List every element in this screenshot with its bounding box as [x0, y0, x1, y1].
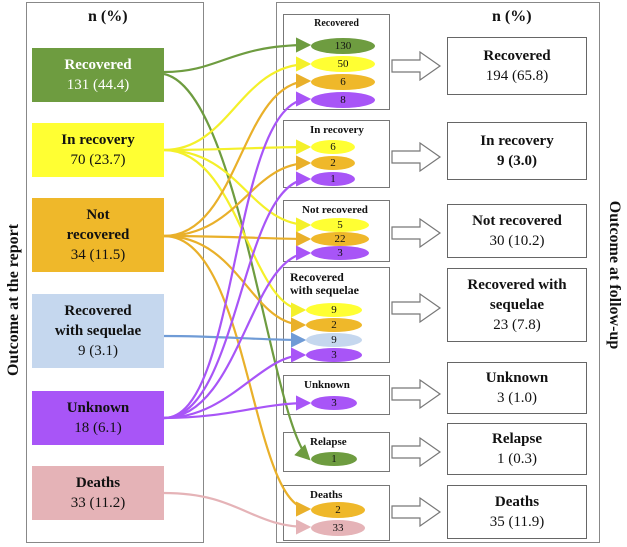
result-sequelae-label-1: Recovered with	[467, 277, 567, 293]
flow-unknown-to-notrecovered	[163, 245, 312, 420]
group-arrow-deaths	[391, 496, 442, 528]
count-deaths-from-not-recovered: 2	[311, 502, 365, 518]
result-not-recovered-value: 30 (10.2)	[489, 233, 545, 249]
source-in-recovery-label: In recovery	[61, 132, 135, 148]
source-not-recovered: Not recovered 34 (11.5)	[32, 198, 164, 272]
flow-sequelae-to-sequelae	[163, 332, 307, 348]
source-in-recovery-value: 70 (23.7)	[70, 152, 126, 168]
left-panel-header: n (%)	[88, 8, 128, 25]
source-unknown-label: Unknown	[66, 400, 130, 416]
source-recovered: Recovered 131 (44.4)	[32, 48, 164, 102]
result-relapse: Relapse 1 (0.3)	[447, 423, 587, 475]
source-recovered-value: 131 (44.4)	[66, 77, 130, 93]
source-unknown-value: 18 (6.1)	[74, 420, 122, 436]
count-sequelae-from-not-recovered: 2	[306, 318, 362, 332]
result-relapse-label: Relapse	[492, 431, 542, 447]
result-deaths-value: 35 (11.9)	[489, 514, 545, 530]
source-not-recovered-label-1: Not	[86, 207, 110, 223]
group-sequelae-title-2: with sequelae	[290, 283, 359, 297]
result-sequelae-label-2: sequelae	[489, 297, 545, 313]
count-unknown-from-unknown: 3	[311, 396, 357, 410]
source-deaths: Deaths 33 (11.2)	[32, 466, 164, 520]
flow-notrecovered-to-notrecovered	[163, 231, 312, 247]
group-arrow-recovered	[391, 50, 442, 82]
result-sequelae: Recovered with sequelae 23 (7.8)	[447, 268, 587, 342]
count-recovered-from-unknown: 8	[311, 92, 375, 108]
group-recovered-title: Recovered	[314, 18, 359, 29]
source-deaths-label: Deaths	[75, 475, 121, 491]
flow-inrecovery-to-recovered	[163, 56, 312, 152]
result-sequelae-value: 23 (7.8)	[493, 317, 541, 333]
count-recovered-from-recovered: 130	[311, 38, 375, 54]
count-not-recovered-from-unknown: 3	[311, 246, 369, 260]
count-not-recovered-from-not-recovered: 22	[311, 232, 369, 246]
count-in-recovery-from-in-recovery: 6	[311, 140, 355, 154]
result-deaths-label: Deaths	[494, 494, 540, 510]
flow-recovered-to-relapse	[163, 72, 311, 461]
group-relapse-title: Relapse	[310, 436, 347, 448]
flow-unknown-to-unknown	[163, 395, 312, 420]
group-arrow-unknown	[391, 378, 442, 410]
result-recovered-value: 194 (65.8)	[485, 68, 549, 84]
group-arrow-in-recovery	[391, 141, 442, 173]
result-recovered-label: Recovered	[483, 48, 551, 64]
flow-notrecovered-to-inrecovery	[163, 155, 312, 238]
flow-recovered-to-recovered	[163, 37, 312, 74]
result-relapse-value: 1 (0.3)	[497, 451, 537, 467]
flow-unknown-to-inrecovery	[163, 171, 312, 420]
result-in-recovery: In recovery 9 (3.0)	[447, 122, 587, 180]
group-arrow-not-recovered	[391, 217, 442, 249]
source-sequelae-value: 9 (3.1)	[78, 343, 118, 359]
flow-notrecovered-to-deaths	[163, 234, 312, 517]
group-unknown-title: Unknown	[304, 379, 350, 391]
source-sequelae-label-2: with sequelae	[54, 323, 142, 339]
group-in-recovery-title: In recovery	[310, 124, 364, 136]
source-sequelae: Recovered with sequelae 9 (3.1)	[32, 294, 164, 368]
source-sequelae-label-1: Recovered	[64, 303, 132, 319]
result-not-recovered: Not recovered 30 (10.2)	[447, 204, 587, 258]
result-in-recovery-value: 9 (3.0)	[497, 153, 537, 169]
flow-inrecovery-to-notrecovered	[163, 148, 312, 233]
source-deaths-value: 33 (11.2)	[70, 495, 126, 511]
count-recovered-from-in-recovery: 50	[311, 56, 375, 72]
group-deaths-title: Deaths	[310, 489, 343, 501]
flow-inrecovery-to-sequelae	[163, 148, 307, 318]
source-unknown: Unknown 18 (6.1)	[32, 391, 164, 445]
source-recovered-label: Recovered	[64, 57, 132, 73]
count-recovered-from-not-recovered: 6	[311, 74, 375, 90]
result-unknown-value: 3 (1.0)	[497, 390, 537, 406]
count-in-recovery-from-not-recovered: 2	[311, 156, 355, 170]
group-arrow-relapse	[391, 436, 442, 468]
count-in-recovery-from-unknown: 1	[311, 172, 355, 186]
flow-deaths-to-deaths	[163, 491, 312, 535]
count-not-recovered-from-in-recovery: 5	[311, 218, 369, 232]
result-recovered: Recovered 194 (65.8)	[447, 37, 587, 95]
group-not-recovered-title: Not recovered	[302, 204, 368, 216]
count-sequelae-from-sequelae: 9	[306, 333, 362, 347]
right-panel-header: n (%)	[492, 8, 532, 25]
result-unknown: Unknown 3 (1.0)	[447, 362, 587, 414]
count-relapse-from-recovered: 1	[311, 452, 357, 466]
flow-unknown-to-recovered	[163, 91, 312, 420]
group-arrow-sequelae	[391, 292, 442, 324]
count-sequelae-from-unknown: 3	[306, 348, 362, 362]
source-not-recovered-label-2: recovered	[66, 227, 130, 243]
result-in-recovery-label: In recovery	[480, 133, 554, 149]
flow-unknown-to-sequelae	[163, 347, 307, 420]
source-not-recovered-value: 34 (11.5)	[70, 247, 126, 263]
result-not-recovered-label: Not recovered	[472, 213, 562, 229]
flow-notrecovered-to-sequelae	[163, 234, 307, 333]
source-in-recovery: In recovery 70 (23.7)	[32, 123, 164, 177]
flow-notrecovered-to-recovered	[163, 73, 312, 238]
result-unknown-label: Unknown	[485, 370, 549, 386]
group-sequelae-title-1: Recovered	[290, 270, 344, 284]
count-deaths-from-deaths: 33	[311, 520, 365, 536]
count-sequelae-from-in-recovery: 9	[306, 303, 362, 317]
result-deaths: Deaths 35 (11.9)	[447, 485, 587, 539]
